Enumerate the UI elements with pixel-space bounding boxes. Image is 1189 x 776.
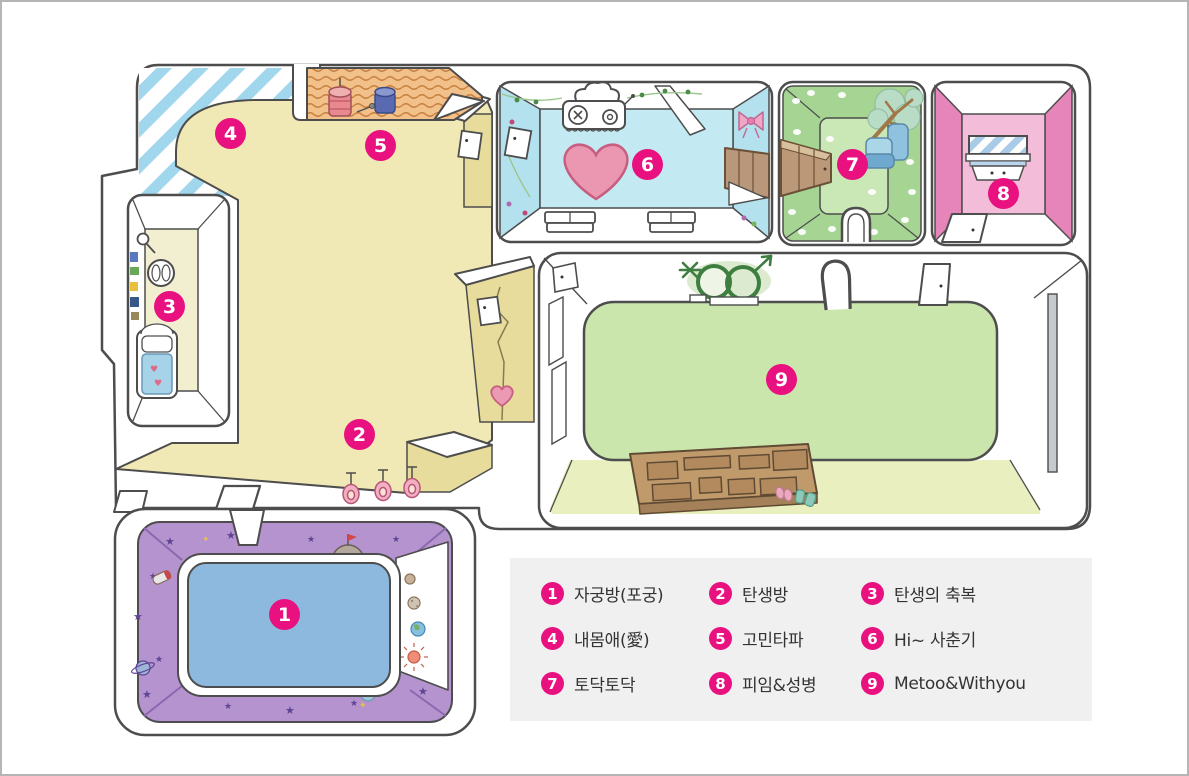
cabinet-icon — [965, 135, 1031, 181]
legend-label: 탄생의 축복 — [894, 586, 976, 606]
bench-icon — [544, 211, 596, 233]
slide-icon — [863, 123, 909, 169]
svg-text:★: ★ — [307, 535, 315, 545]
legend-label: 피임&성병 — [742, 676, 817, 696]
legend-item-4: 4 내몸애(愛) — [541, 627, 709, 651]
door-sign — [552, 262, 579, 293]
legend-number-badge: 3 — [861, 582, 884, 605]
window-strips — [548, 295, 567, 446]
map-marker-1: 1 — [269, 599, 300, 630]
gender-symbols-icon — [678, 254, 773, 306]
legend-label: Metoo&Withyou — [894, 673, 1026, 694]
legend-number-badge: 2 — [709, 582, 732, 605]
wood-structure-icon — [780, 139, 832, 197]
door-sign — [918, 263, 951, 306]
svg-text:★: ★ — [155, 655, 163, 665]
door-sign — [457, 129, 483, 161]
svg-text:★: ★ — [133, 610, 143, 623]
svg-text:★: ★ — [165, 535, 175, 548]
svg-text:♥: ♥ — [154, 379, 162, 389]
legend-item-2: 2 탄생방 — [709, 582, 861, 606]
svg-text:★: ★ — [285, 704, 295, 717]
svg-text:★: ★ — [142, 688, 152, 701]
entrance-wedge — [395, 541, 449, 691]
svg-text:✦: ✦ — [359, 701, 367, 711]
horseshoe-icon — [820, 259, 852, 311]
legend-label: 토닥토닥 — [574, 676, 636, 696]
legend-number-badge: 5 — [709, 627, 732, 650]
wall-panel — [1047, 293, 1058, 473]
legend-number-badge: 1 — [541, 582, 564, 605]
legend-item-6: 6 Hi~ 사춘기 — [861, 627, 1092, 651]
room-2-area — [113, 64, 535, 513]
map-marker-5: 5 — [365, 130, 396, 161]
heart-icon — [563, 143, 629, 201]
legend: 1 자궁방(포궁) 2 탄생방 3 탄생의 축복 4 내몸애(愛) 5 고민타파… — [510, 558, 1092, 721]
map-marker-2: 2 — [344, 419, 375, 450]
svg-text:★: ★ — [418, 685, 428, 698]
legend-number-badge: 7 — [541, 672, 564, 695]
pink-drum-icon — [328, 78, 352, 117]
room-8-area — [930, 80, 1077, 247]
legend-number-badge: 9 — [861, 672, 884, 695]
legend-item-5: 5 고민타파 — [709, 627, 861, 651]
legend-label: 내몸애(愛) — [574, 631, 650, 651]
legend-label: 자궁방(포궁) — [574, 586, 664, 606]
bed-icon: ♥ ♥ — [136, 323, 178, 399]
svg-text:✦: ✦ — [202, 535, 210, 545]
legend-number-badge: 4 — [541, 627, 564, 650]
legend-label: 고민타파 — [742, 631, 804, 651]
legend-item-3: 3 탄생의 축복 — [861, 582, 1092, 606]
room-9-area — [537, 251, 1089, 530]
shoes-icon — [775, 486, 817, 508]
svg-text:★: ★ — [392, 535, 400, 545]
legend-label: 탄생방 — [742, 586, 789, 606]
svg-text:★: ★ — [350, 699, 358, 709]
womb-figures — [342, 466, 421, 505]
legend-number-badge: 6 — [861, 627, 884, 650]
map-marker-8: 8 — [988, 178, 1019, 209]
door-sign — [476, 295, 502, 327]
tunnel-icon — [840, 206, 872, 242]
legend-label: Hi~ 사춘기 — [894, 631, 976, 651]
legend-item-1: 1 자궁방(포궁) — [541, 582, 709, 606]
map-marker-6: 6 — [632, 149, 663, 180]
map-marker-4: 4 — [215, 118, 246, 149]
rocket-icon — [152, 570, 172, 585]
wall-shelf-items — [130, 252, 139, 320]
svg-text:★: ★ — [224, 702, 232, 712]
svg-text:★: ★ — [226, 529, 236, 542]
map-marker-9: 9 — [766, 364, 797, 395]
legend-item-8: 8 피임&성병 — [709, 672, 861, 696]
lamp-icon — [136, 232, 156, 254]
legend-number-badge: 8 — [709, 672, 732, 695]
legend-item-7: 7 토닥토닥 — [541, 672, 709, 696]
bow-icon — [738, 111, 764, 139]
legend-item-9: 9 Metoo&Withyou — [861, 672, 1092, 695]
wood-gate-icon — [724, 147, 770, 206]
map-marker-7: 7 — [837, 149, 868, 180]
wooden-tray-icon — [629, 443, 818, 515]
svg-text:♥: ♥ — [150, 365, 158, 375]
map-marker-3: 3 — [154, 291, 185, 322]
door-sign — [503, 126, 533, 160]
armchair-icon — [147, 259, 175, 287]
saturn-icon — [131, 660, 155, 676]
machine-icon — [562, 81, 635, 132]
blue-drum-icon — [356, 86, 396, 114]
wall-heart-icon — [490, 385, 514, 408]
bench-icon — [647, 211, 696, 233]
